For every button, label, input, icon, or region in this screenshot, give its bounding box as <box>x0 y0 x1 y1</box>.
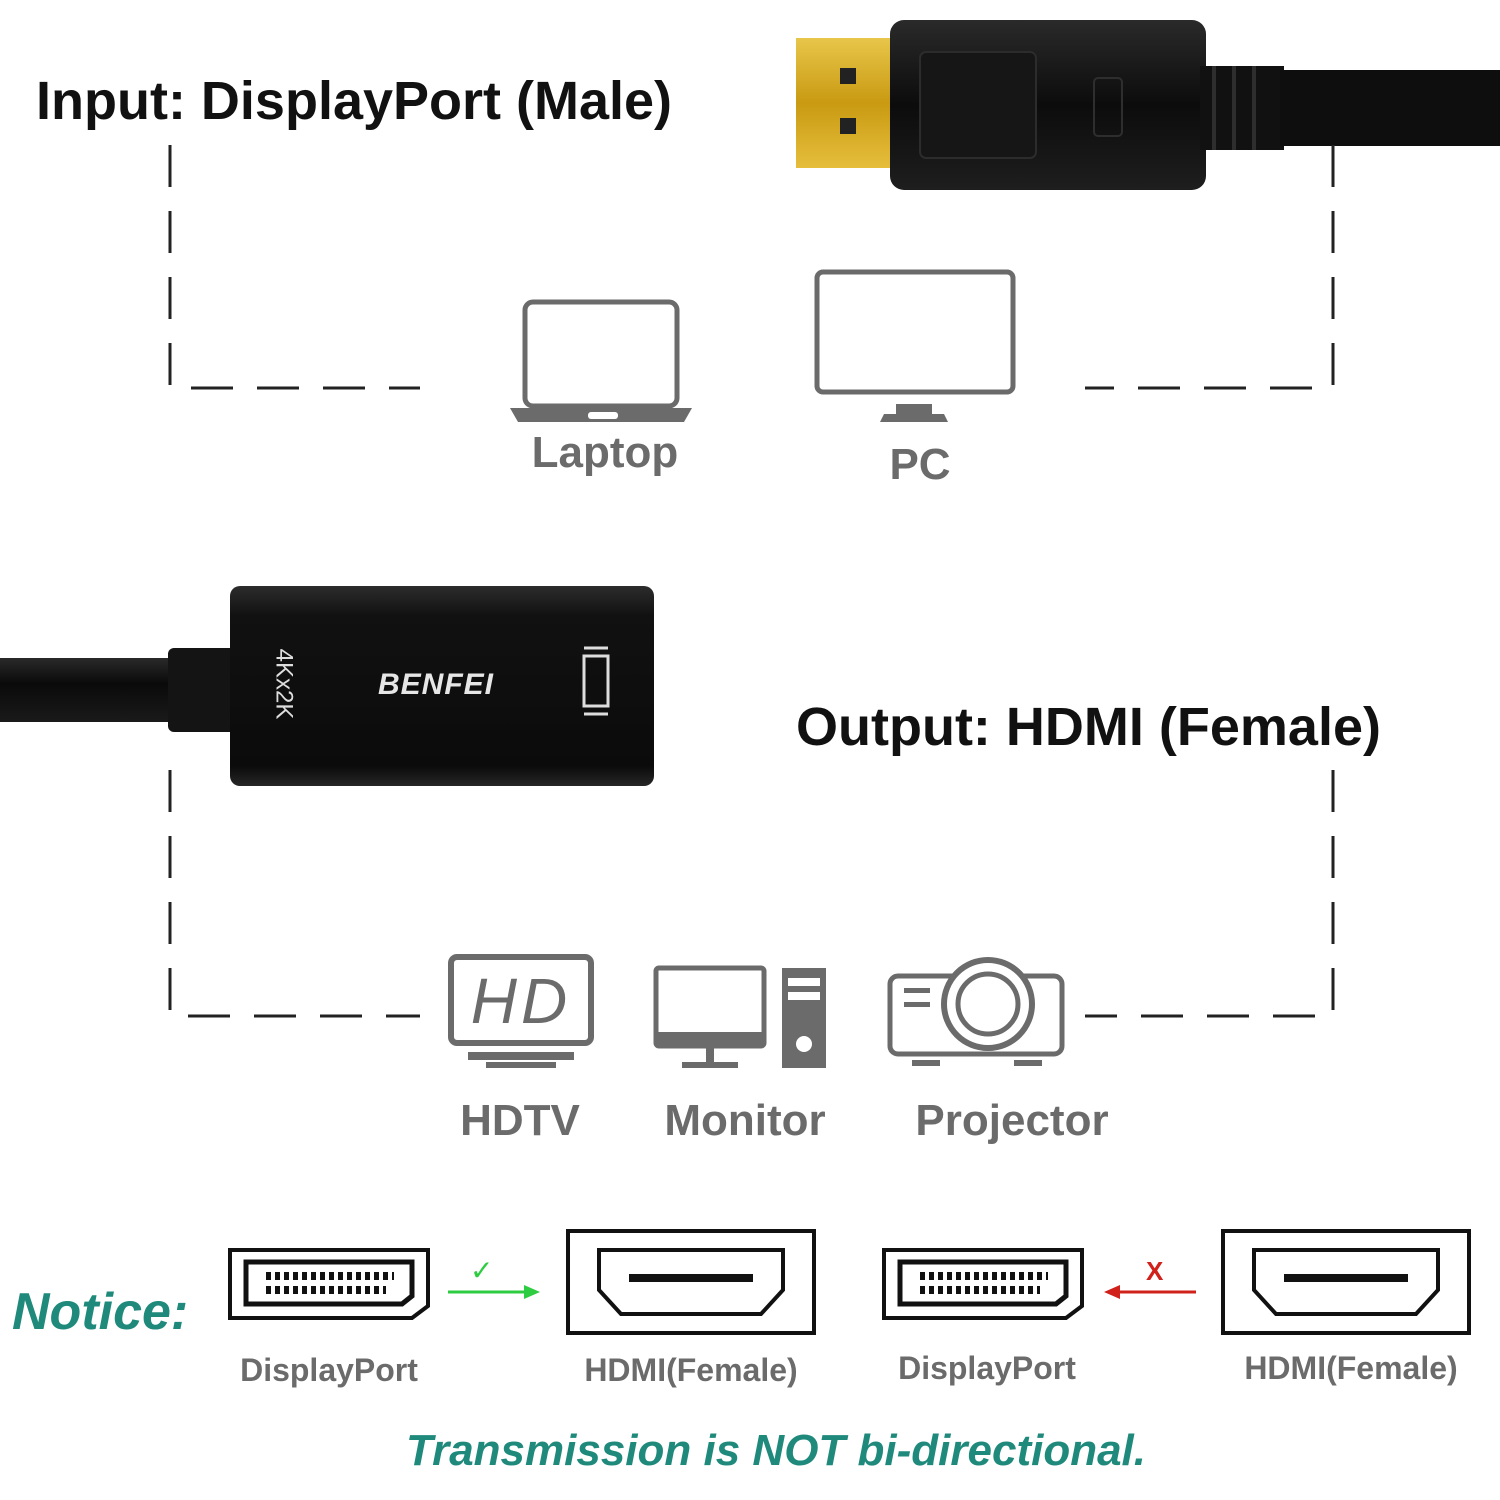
displayport-male-connector <box>796 20 1500 190</box>
displayport-port-icon <box>228 1248 430 1320</box>
ok-direction-arrow <box>448 1285 540 1299</box>
output-dashed-bracket <box>168 770 1335 1018</box>
hdmi-port-icon <box>566 1229 816 1335</box>
bad-x-icon: X <box>1146 1256 1164 1286</box>
hdmi-port-icon <box>1221 1229 1471 1335</box>
input-heading: Input: DisplayPort (Male) <box>36 71 673 131</box>
bad-direction-arrow <box>1104 1285 1196 1299</box>
pc-monitor-icon <box>814 269 1016 422</box>
displayport-port-icon <box>882 1248 1084 1320</box>
port-label-displayport-1: DisplayPort <box>240 1352 418 1388</box>
bidirectional-warning: Transmission is NOT bi-directional. <box>405 1426 1146 1475</box>
output-heading: Output: HDMI (Female) <box>796 697 1381 757</box>
ok-check-icon: ✓ <box>470 1254 494 1287</box>
input-dashed-bracket <box>168 145 1335 390</box>
port-label-hdmi-1: HDMI(Female) <box>584 1352 798 1388</box>
projector-label: Projector <box>915 1096 1109 1145</box>
monitor-label: Monitor <box>664 1096 826 1145</box>
projector-icon <box>887 957 1065 1066</box>
hdmi-adapter <box>0 586 654 786</box>
hdtv-icon <box>448 954 594 1068</box>
hdtv-icon-text: HD <box>470 965 572 1037</box>
notice-label: Notice: <box>12 1283 189 1341</box>
laptop-label: Laptop <box>531 428 679 477</box>
port-label-hdmi-2: HDMI(Female) <box>1244 1350 1458 1386</box>
laptop-icon <box>510 299 692 422</box>
desktop-computer-icon <box>653 965 826 1068</box>
pc-label: PC <box>889 440 951 489</box>
hdtv-label: HDTV <box>460 1096 580 1145</box>
port-label-displayport-2: DisplayPort <box>898 1350 1076 1386</box>
adapter-brand-text: BENFEI <box>378 668 495 701</box>
